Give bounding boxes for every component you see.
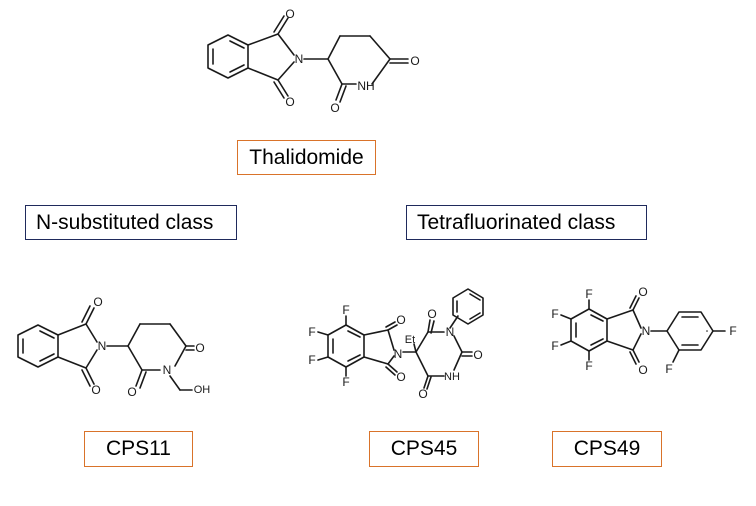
cps11-label: CPS11 xyxy=(84,431,193,467)
cps45-label: CPS45 xyxy=(369,431,479,467)
thalidomide-atom-o-lower: O xyxy=(330,101,339,115)
thalidomide-atom-o-top: O xyxy=(285,7,294,21)
cps45-atom-f4: F xyxy=(342,375,349,389)
cps45-atom-f1: F xyxy=(342,303,349,317)
cps11-atom-o-top: O xyxy=(93,295,102,309)
cps49-atom-f2: F xyxy=(551,307,558,321)
cps45-atom-nh: NH xyxy=(444,371,460,383)
tetrafluorinated-class-label: Tetrafluorinated class xyxy=(406,205,647,240)
cps11-atom-n-imide: N xyxy=(98,339,107,353)
cps49-atom-f-ortho: F xyxy=(665,362,672,376)
cps49-atom-n-imide: N xyxy=(642,324,651,338)
thalidomide-atom-nh: NH xyxy=(357,79,374,93)
cps49-structure: F F F F O O N F F xyxy=(551,285,736,377)
cps11-atom-o-lower: O xyxy=(127,385,136,399)
cps11-atom-o-right: O xyxy=(195,341,204,355)
thalidomide-label: Thalidomide xyxy=(237,140,376,175)
cps49-atom-o-top: O xyxy=(638,285,647,299)
cps45-structure: F F F F O O N Et O N O NH O xyxy=(308,288,484,401)
thalidomide-atom-o-bottom: O xyxy=(285,95,294,109)
cps49-atom-f-para: F xyxy=(729,324,736,338)
cps11-atom-oh: OH xyxy=(194,384,211,396)
cps45-atom-o-bottom: O xyxy=(396,370,405,384)
thalidomide-atom-o-right: O xyxy=(410,54,419,68)
cps45-atom-n-imide: N xyxy=(394,347,403,361)
cps11-atom-o-bottom: O xyxy=(91,383,100,397)
cps45-atom-f2: F xyxy=(308,325,315,339)
thalidomide-structure: O O N O O NH xyxy=(207,7,420,115)
thalidomide-atom-n-imide: N xyxy=(295,52,304,66)
cps45-atom-o-c: O xyxy=(418,387,427,401)
cps49-atom-f1: F xyxy=(585,287,592,301)
n-substituted-class-label: N-substituted class xyxy=(25,205,237,240)
cps49-atom-f3: F xyxy=(551,339,558,353)
cps45-atom-n-ph: N xyxy=(446,325,455,339)
cps45-atom-o-top: O xyxy=(396,313,405,327)
cps49-label: CPS49 xyxy=(552,431,662,467)
cps45-atom-o-a: O xyxy=(427,307,436,321)
cps45-atom-et: Et xyxy=(405,334,415,346)
cps11-atom-n-ring: N xyxy=(163,363,172,377)
cps11-structure: O O N O O N OH xyxy=(17,295,211,399)
cps45-atom-f3: F xyxy=(308,353,315,367)
cps49-atom-o-bottom: O xyxy=(638,363,647,377)
cps45-atom-o-b: O xyxy=(473,348,482,362)
cps49-atom-f4: F xyxy=(585,359,592,373)
